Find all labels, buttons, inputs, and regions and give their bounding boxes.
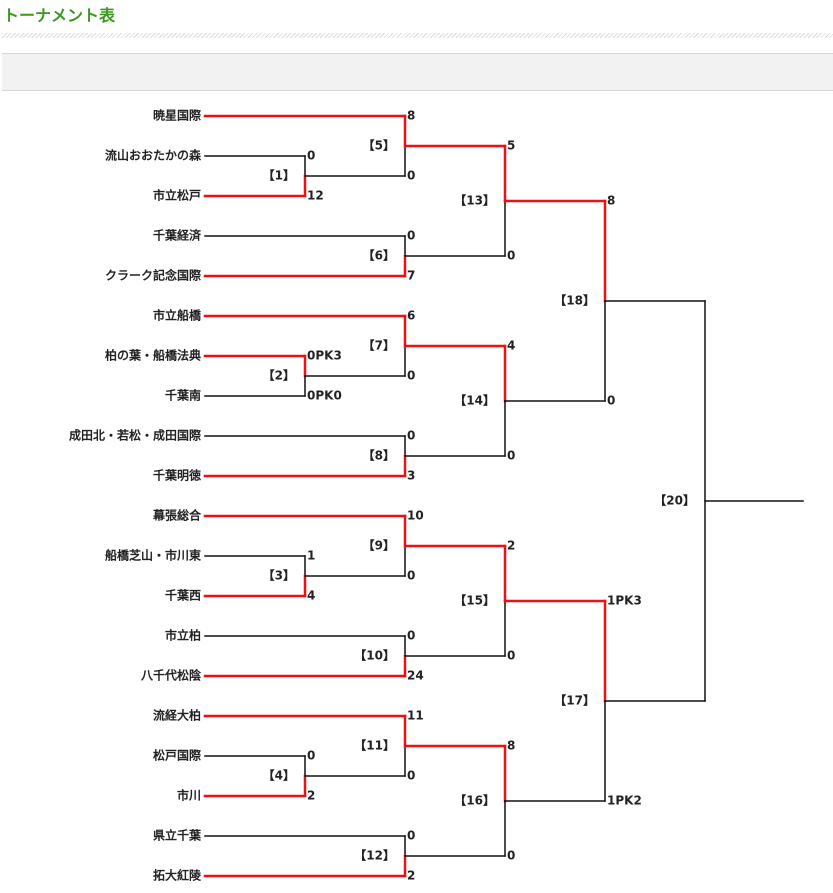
score-label: 4 xyxy=(307,589,315,603)
score-label: 0 xyxy=(507,449,515,463)
score-label: 2 xyxy=(407,869,415,883)
match-number: 【8】 xyxy=(363,448,395,463)
match-number: 【16】 xyxy=(454,793,495,808)
team-name: 市立松戸 xyxy=(153,188,201,203)
team-name: 成田北・若松・成田国際 xyxy=(69,428,202,443)
score-label: 0 xyxy=(407,429,415,443)
team-name: 千葉西 xyxy=(165,588,201,603)
team-name: 流経大柏 xyxy=(153,708,201,723)
team-name: 幕張総合 xyxy=(152,508,202,523)
match-number: 【17】 xyxy=(554,693,595,708)
team-name: 松戸国際 xyxy=(153,748,202,763)
score-label: 2 xyxy=(307,789,315,803)
score-label: 7 xyxy=(407,269,415,283)
score-label: 0 xyxy=(407,629,415,643)
score-label: 0 xyxy=(407,169,415,183)
score-label: 0 xyxy=(307,749,315,763)
team-name: 千葉南 xyxy=(165,388,201,403)
match-number: 【1】 xyxy=(263,168,295,183)
score-label: 0 xyxy=(307,149,315,163)
team-name: 市川 xyxy=(177,788,201,803)
score-label: 3 xyxy=(407,469,415,483)
score-label: 11 xyxy=(407,709,424,723)
page-title: トーナメント表 xyxy=(3,6,116,25)
match-number: 【14】 xyxy=(454,393,495,408)
score-label: 0PK3 xyxy=(307,349,342,363)
match-number: 【6】 xyxy=(363,248,395,263)
score-label: 2 xyxy=(507,539,515,553)
score-label: 8 xyxy=(407,109,415,123)
match-number: 【9】 xyxy=(363,538,395,553)
score-label: 0 xyxy=(407,569,415,583)
team-name: 拓大紅陵 xyxy=(153,868,202,883)
match-number: 【2】 xyxy=(263,368,295,383)
match-number: 【12】 xyxy=(354,848,395,863)
score-label: 5 xyxy=(507,139,515,153)
score-label: 0 xyxy=(407,229,415,243)
score-label: 12 xyxy=(307,189,324,203)
match-number: 【10】 xyxy=(354,648,395,663)
title-divider xyxy=(2,33,833,38)
score-label: 24 xyxy=(407,669,424,683)
team-name: 千葉経済 xyxy=(153,228,202,243)
score-label: 8 xyxy=(607,194,615,208)
team-name: 八千代松陰 xyxy=(140,668,202,683)
team-name: 県立千葉 xyxy=(153,828,202,843)
score-label: 0PK0 xyxy=(307,389,342,403)
team-name: 市立柏 xyxy=(165,628,201,643)
match-number: 【15】 xyxy=(454,593,495,608)
team-name: 流山おおたかの森 xyxy=(105,148,202,163)
team-name: 柏の葉・船橋法典 xyxy=(105,348,201,363)
score-label: 0 xyxy=(407,369,415,383)
score-label: 0 xyxy=(407,769,415,783)
team-name: 暁星国際 xyxy=(153,108,202,123)
match-number: 【5】 xyxy=(363,138,395,153)
team-name: 千葉明徳 xyxy=(153,468,201,483)
team-name: 船橋芝山・市川東 xyxy=(105,548,201,563)
score-label: 0 xyxy=(407,829,415,843)
score-label: 4 xyxy=(507,339,515,353)
score-label: 1PK3 xyxy=(607,594,642,608)
score-label: 8 xyxy=(507,739,515,753)
match-number: 【18】 xyxy=(554,293,595,308)
score-label: 1 xyxy=(307,549,315,563)
score-label: 0 xyxy=(607,394,615,408)
score-label: 0 xyxy=(507,249,515,263)
match-number: 【7】 xyxy=(363,338,395,353)
match-number: 【13】 xyxy=(454,193,495,208)
team-name: 市立船橋 xyxy=(153,308,202,323)
match-number: 【3】 xyxy=(263,568,295,583)
score-label: 0 xyxy=(507,849,515,863)
score-label: 1PK2 xyxy=(607,794,642,808)
match-number: 【11】 xyxy=(354,738,395,753)
team-name: クラーク記念国際 xyxy=(105,268,202,283)
score-label: 10 xyxy=(407,509,424,523)
score-label: 6 xyxy=(407,309,415,323)
score-label: 0 xyxy=(507,649,515,663)
match-number: 【20】 xyxy=(654,493,695,508)
match-number: 【4】 xyxy=(263,768,295,783)
subheader-bar xyxy=(2,53,833,91)
